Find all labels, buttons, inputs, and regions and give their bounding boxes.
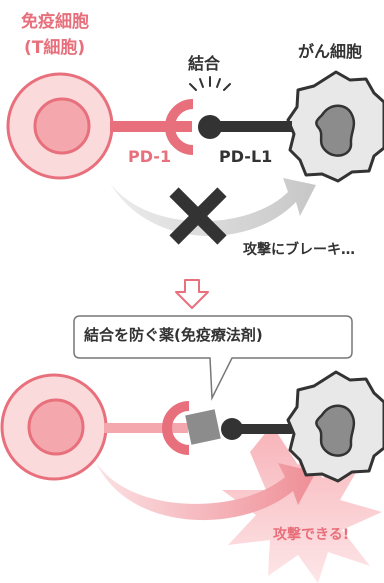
down-arrow-icon xyxy=(175,279,209,309)
pdl1-ligand-bottom xyxy=(221,418,292,440)
cancer-cell-top xyxy=(286,70,384,183)
blocked-attack-arrow xyxy=(110,178,316,236)
pd1-receptor-top xyxy=(110,99,194,155)
binding-spark-icon xyxy=(189,76,231,91)
binding-label: 結合 xyxy=(188,54,221,73)
immune-cell-label: 免疫細胞 xyxy=(21,12,89,32)
pdl1-label: PD-L1 xyxy=(219,147,273,166)
t-cell-label: (T細胞) xyxy=(24,38,86,58)
cancer-cell-bottom xyxy=(286,370,384,483)
drug-label: 結合を防ぐ薬(免疫療法剤) xyxy=(84,326,263,344)
attack-arrow xyxy=(96,462,316,521)
t-cell-bottom xyxy=(0,373,108,481)
cross-icon xyxy=(169,187,227,245)
pd1-label: PD-1 xyxy=(128,147,172,166)
attack-label: 攻撃できる! xyxy=(273,527,350,543)
drug-callout xyxy=(73,315,353,401)
t-cell-top xyxy=(6,72,114,180)
drug-block xyxy=(185,409,221,445)
cancer-cell-label: がん細胞 xyxy=(298,42,363,61)
pd1-receptor-bottom xyxy=(104,401,190,455)
burst-icon xyxy=(222,425,382,583)
pdl1-ligand-top xyxy=(198,115,292,139)
brake-label: 攻撃にブレーキ… xyxy=(243,242,355,258)
